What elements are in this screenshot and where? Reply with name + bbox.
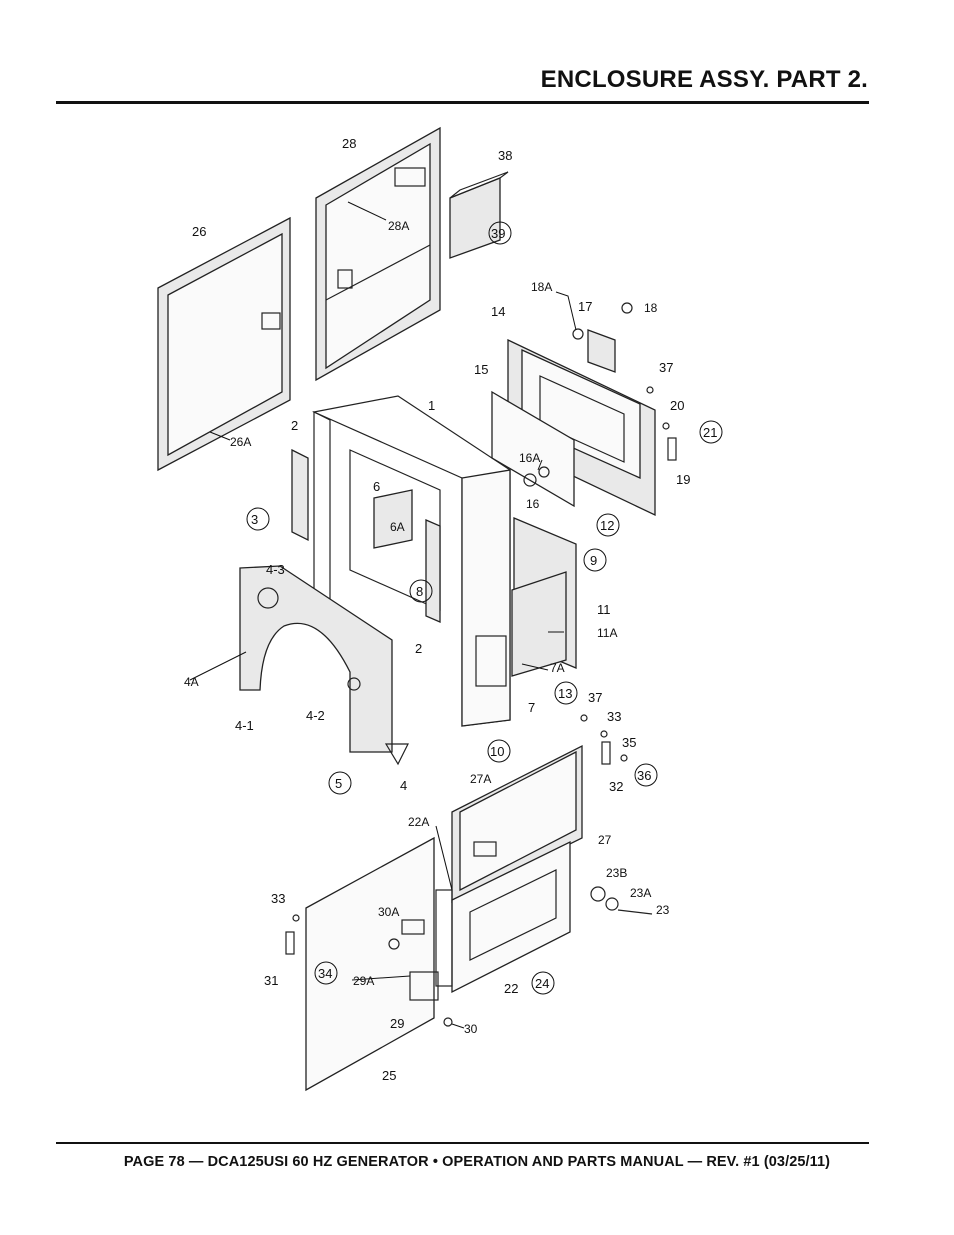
callout-19: 19 [676,472,690,487]
callout-labels: 28 38 28A 39 26 18A 17 18 14 15 37 20 1 … [184,136,717,1083]
callout-32: 32 [609,779,623,794]
callout-4-3: 4-3 [266,562,285,577]
callout-29A: 29A [353,974,374,988]
callout-27: 27 [598,833,612,847]
callout-15: 15 [474,362,488,377]
callout-30A: 30A [378,905,399,919]
circled-callouts [246,221,723,995]
callout-25: 25 [382,1068,396,1083]
footer-rule [56,1142,869,1144]
callout-35: 35 [622,735,636,750]
callout-33-left: 33 [271,891,285,906]
callout-26: 26 [192,224,206,239]
callout-4: 4 [400,778,407,793]
part-6-bracket [373,489,413,549]
callout-18A: 18A [531,280,552,294]
part-25-lower-door [305,836,453,1092]
callout-6: 6 [373,479,380,494]
callout-38: 38 [498,148,512,163]
part-15-panel [491,390,575,508]
callout-33-right: 33 [607,709,621,724]
leader-lines [189,201,577,1029]
callout-13: 13 [558,686,572,701]
callout-22: 22 [504,981,518,996]
callout-29: 29 [390,1016,404,1031]
callout-18: 18 [644,301,658,315]
callout-30: 30 [464,1022,478,1036]
callout-36: 36 [637,768,651,783]
callout-14: 14 [491,304,505,319]
part-22-lower-frame [435,840,571,994]
callout-23A: 23A [630,886,651,900]
callout-4-2: 4-2 [306,708,325,723]
page-title: ENCLOSURE ASSY. PART 2. [540,66,868,93]
callout-20: 20 [670,398,684,413]
part-1-main-frame [312,395,511,727]
hinge-hardware [285,386,677,955]
callout-7: 7 [528,700,535,715]
callout-1: 1 [428,398,435,413]
callout-37-mid: 37 [588,690,602,705]
callout-12: 12 [600,518,614,533]
callout-17: 17 [578,299,592,314]
part-27-panel [451,744,583,904]
callout-24: 24 [535,976,549,991]
page-footer: PAGE 78 — DCA125USI 60 HZ GENERATOR • OP… [123,1154,831,1170]
callout-23: 23 [656,903,670,917]
callout-4A: 4A [184,675,199,689]
callout-5: 5 [335,776,342,791]
callout-11A: 11A [597,626,617,640]
callout-3: 3 [251,512,258,527]
callout-9: 9 [590,553,597,568]
callout-21: 21 [703,425,717,440]
callout-2-upper: 2 [291,418,298,433]
callout-2-lower: 2 [415,641,422,656]
callout-16: 16 [526,497,540,511]
callout-8: 8 [416,584,423,599]
callout-23B: 23B [606,866,627,880]
callout-28: 28 [342,136,356,151]
part-2-brackets [291,448,441,623]
callout-27A: 27A [470,772,491,786]
callout-16A: 16A [519,451,540,465]
callout-7A: 7A [550,661,565,675]
callout-37-top: 37 [659,360,673,375]
part-4-front-plate [239,565,409,766]
callout-28A: 28A [388,219,409,233]
callout-10: 10 [490,744,504,759]
part-28-door [315,126,441,382]
callout-22A: 22A [408,815,429,829]
part-11-side-panel [511,571,567,677]
header-rule [56,101,869,104]
callout-34: 34 [318,966,332,981]
callout-11: 11 [597,602,611,617]
part-26-side-door [157,216,291,472]
callout-39: 39 [491,226,505,241]
callout-31: 31 [264,973,278,988]
callout-6A: 6A [390,520,405,534]
part-38-cover-box [449,171,509,259]
callout-26A: 26A [230,435,251,449]
callout-4-1: 4-1 [235,718,254,733]
part-17-latch [572,302,633,373]
